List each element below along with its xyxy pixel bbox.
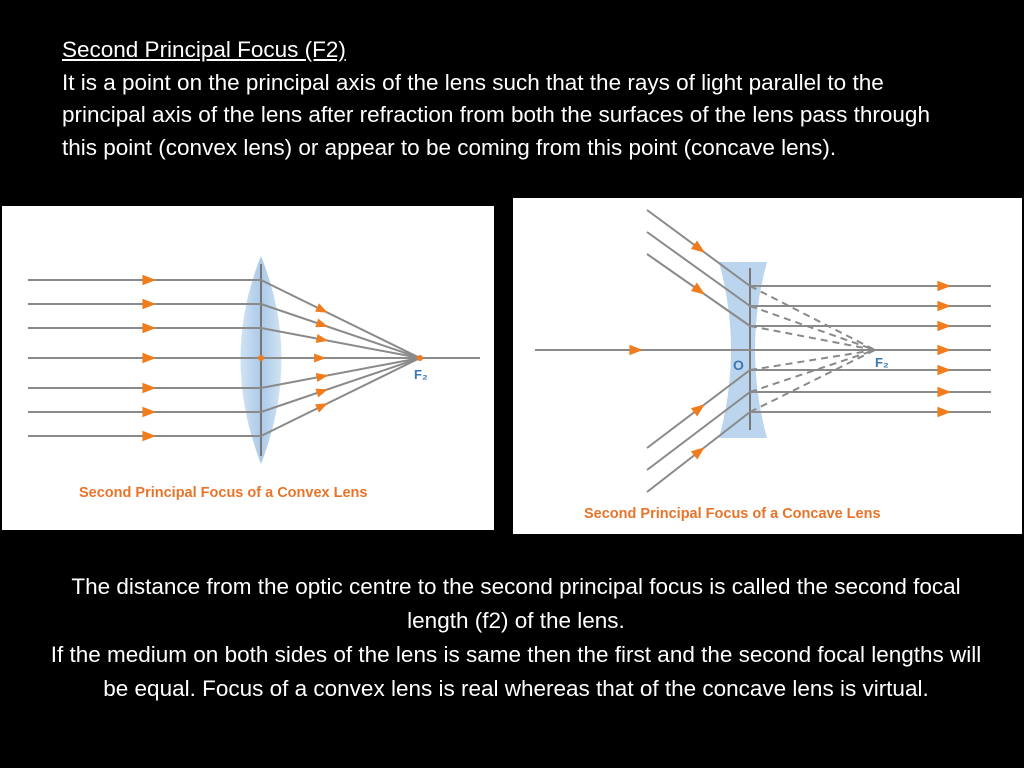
ray-arrow (315, 403, 328, 413)
concave-center-label: O (733, 357, 744, 373)
ray-arrow (142, 406, 156, 418)
ray-arrow (690, 447, 705, 460)
incident-ray (646, 231, 751, 307)
ray-arrow (315, 334, 329, 343)
refracted-ray (260, 327, 421, 359)
ray-arrow (629, 344, 643, 356)
ray-arrow (142, 274, 156, 286)
refracted-ray (260, 357, 421, 413)
ray-arrow (315, 303, 328, 313)
refracted-ray (260, 303, 421, 359)
ray-arrow (937, 386, 951, 398)
refracted-ray (260, 357, 421, 389)
conclusion-text: The distance from the optic centre to th… (40, 570, 992, 706)
ray-arrow (937, 320, 951, 332)
ray-arrow (937, 364, 951, 376)
ray-arrow (937, 344, 951, 356)
ray-arrow (315, 373, 329, 382)
concave-lens-diagram: O F₂ Second Principal Focus of a Concave… (513, 198, 1022, 534)
virtual-ray (749, 349, 876, 393)
ray-arrow (315, 388, 329, 398)
virtual-ray (749, 349, 876, 371)
refracted-ray (260, 279, 421, 359)
virtual-ray (749, 285, 876, 351)
ray-arrow (142, 322, 156, 334)
intro-text: Second Principal Focus (F2) It is a poin… (62, 34, 962, 164)
ray-arrow (142, 430, 156, 442)
convex-caption: Second Principal Focus of a Convex Lens (79, 485, 367, 501)
ray-arrow (142, 298, 156, 310)
concave-caption: Second Principal Focus of a Concave Lens (584, 506, 881, 522)
focal-length-definition: The distance from the optic centre to th… (71, 574, 961, 633)
ray-arrow (937, 406, 951, 418)
intro-paragraph: It is a point on the principal axis of t… (62, 69, 930, 160)
focus-comparison: If the medium on both sides of the lens … (50, 642, 982, 701)
refracted-ray (260, 357, 421, 437)
ray-arrow (142, 382, 156, 394)
convex-diagram-svg: F₂ Second Principal Focus of a Convex Le… (28, 256, 480, 501)
ray-arrow (690, 282, 706, 295)
ray-arrow (937, 280, 951, 292)
convex-lens-diagram: F₂ Second Principal Focus of a Convex Le… (2, 206, 494, 530)
ray-arrow (142, 352, 156, 364)
optic-centre-dot (258, 355, 264, 361)
concave-focus-label: F₂ (875, 355, 889, 370)
slide-title: Second Principal Focus (F2) (62, 37, 346, 62)
virtual-ray (749, 325, 876, 351)
convex-focus-label: F₂ (414, 367, 428, 382)
concave-diagram-svg: O F₂ Second Principal Focus of a Concave… (535, 209, 991, 522)
ray-arrow (937, 300, 951, 312)
ray-arrow (314, 353, 326, 363)
focus-point (417, 355, 423, 361)
ray-arrow (690, 404, 705, 417)
virtual-ray (749, 305, 876, 351)
ray-arrow (690, 240, 705, 253)
incident-ray (646, 391, 751, 471)
ray-arrow (315, 318, 329, 328)
